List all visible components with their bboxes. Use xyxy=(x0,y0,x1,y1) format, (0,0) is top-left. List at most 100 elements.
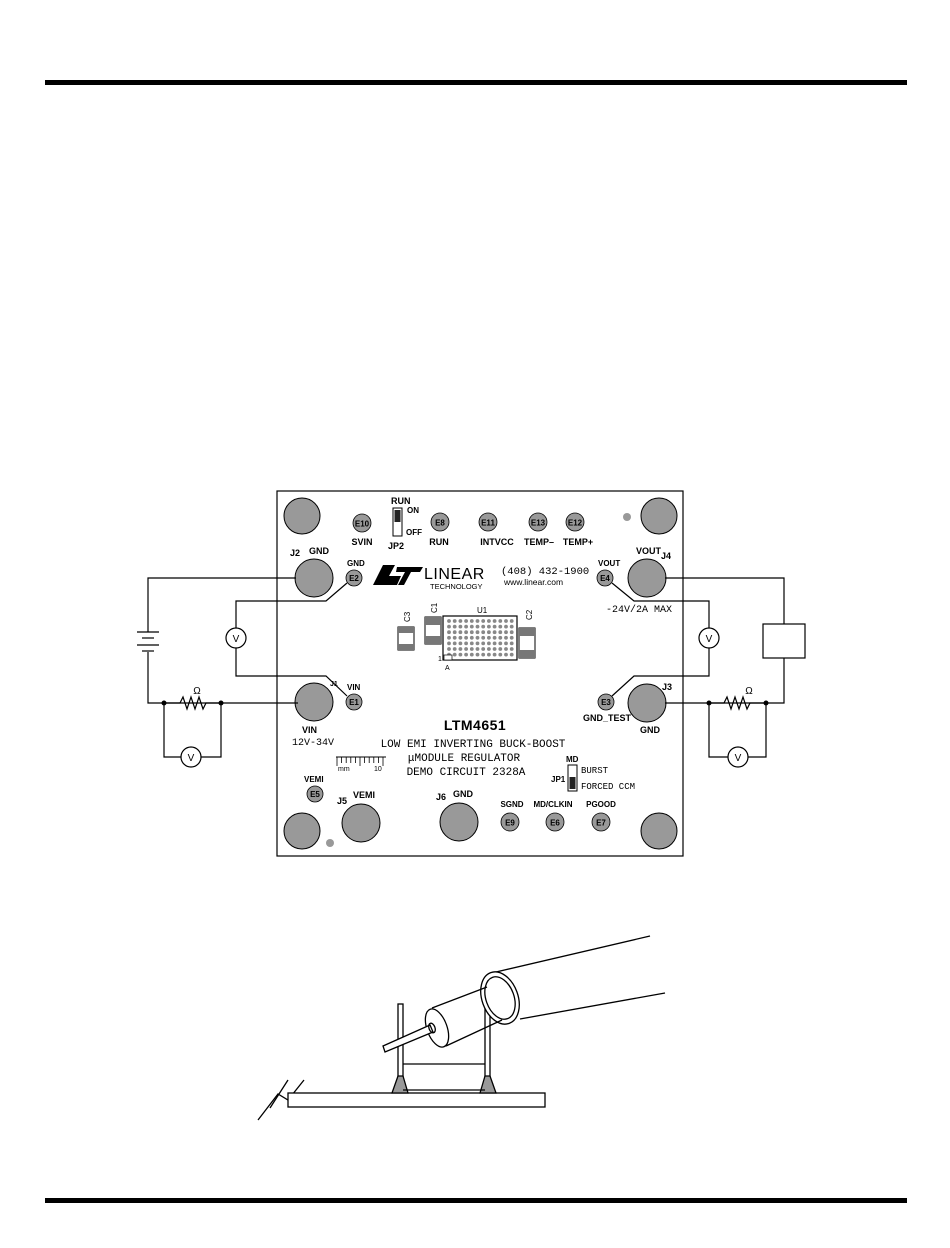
bga-ball xyxy=(464,624,468,629)
fiducial-bottom xyxy=(326,839,334,847)
bga-ball xyxy=(452,635,457,640)
turret-e12-label: E12 xyxy=(568,519,583,528)
temp-plus-label: TEMP+ xyxy=(563,537,593,547)
input-node-right xyxy=(218,700,224,706)
top-rule xyxy=(45,80,907,85)
connector-j5[interactable] xyxy=(341,803,381,843)
turret-e11-label: E11 xyxy=(481,519,495,528)
bga-ball xyxy=(452,652,457,657)
turret-e10[interactable]: E10 xyxy=(352,513,372,533)
bga-ball xyxy=(447,619,451,623)
bga-ball xyxy=(481,641,486,646)
turret-e10-label: E10 xyxy=(355,520,370,529)
turret-e7[interactable]: E7 xyxy=(591,812,611,832)
bga-ball xyxy=(469,630,474,635)
bga-ball xyxy=(492,652,497,657)
bga-ball xyxy=(469,647,474,651)
bga-ball xyxy=(498,641,503,646)
turret-e11[interactable]: E11 xyxy=(478,512,498,532)
gnd-test-label: GND_TEST xyxy=(583,713,632,723)
bga-ball xyxy=(447,647,451,651)
output-ammeter-ohm-label: Ω xyxy=(745,686,753,697)
input-resistor: Ω xyxy=(164,686,221,711)
turret-e1-label: E1 xyxy=(349,698,359,707)
bga-ball xyxy=(458,641,463,646)
probe-center-pin xyxy=(382,1024,434,1053)
j1-label: J1 xyxy=(330,681,338,688)
turret-e13[interactable]: E13 xyxy=(528,512,548,532)
bga-ball xyxy=(492,630,497,635)
bga-ball xyxy=(498,630,503,635)
board-subtitle-2: μMODULE REGULATOR xyxy=(408,753,521,765)
fiducial-top xyxy=(623,513,631,521)
connector-j4[interactable] xyxy=(627,558,667,598)
turret-e3[interactable]: E3 xyxy=(597,693,615,711)
connector-j2[interactable] xyxy=(294,558,334,598)
turret-e6[interactable]: E6 xyxy=(545,812,565,832)
bga-ball xyxy=(458,624,463,629)
turret-e9[interactable]: E9 xyxy=(500,812,520,832)
bga-ball xyxy=(492,641,497,646)
capacitor-c3 xyxy=(397,626,415,651)
j6-gnd-label: GND xyxy=(453,789,474,799)
bga-ball xyxy=(492,619,497,623)
bga-ball xyxy=(452,647,457,651)
e5-vemi-label: VEMI xyxy=(304,775,324,784)
e2-gnd-label: GND xyxy=(347,559,365,568)
input-voltmeter: V xyxy=(225,627,247,649)
turret-e4[interactable]: E4 xyxy=(596,569,614,587)
turret-e2[interactable]: E2 xyxy=(345,569,363,587)
bga-ball xyxy=(504,624,508,629)
turret-e4-label: E4 xyxy=(600,574,610,583)
bga-ball xyxy=(447,624,451,629)
md-clkin-label: MD/CLKIN xyxy=(533,800,572,809)
connector-j3[interactable] xyxy=(627,683,667,723)
turret-e13-label: E13 xyxy=(531,519,546,528)
solder-fillet-left xyxy=(391,1075,409,1094)
turret-e5[interactable]: E5 xyxy=(306,785,324,803)
bottom-rule xyxy=(45,1198,907,1203)
turret-e8[interactable]: E8 xyxy=(430,512,450,532)
bga-ball xyxy=(504,630,508,635)
input-current-voltmeter-symbol: V xyxy=(188,753,195,764)
bga-ball xyxy=(458,630,463,635)
capacitor-c2 xyxy=(518,627,536,659)
c1-label: C1 xyxy=(430,602,439,613)
output-voltmeter-symbol: V xyxy=(706,634,713,645)
connector-j6[interactable] xyxy=(439,802,479,842)
run-label: RUN xyxy=(391,496,411,506)
pcb-cross-section xyxy=(287,1092,546,1108)
turret-e1[interactable]: E1 xyxy=(345,693,363,711)
jp2-label: JP2 xyxy=(388,541,404,551)
forced-ccm-label: FORCED CCM xyxy=(581,782,635,792)
bga-ball xyxy=(481,647,486,651)
turret-e3-label: E3 xyxy=(601,698,611,707)
bga-ball xyxy=(498,624,503,629)
svin-label: SVIN xyxy=(351,537,372,547)
bga-ball xyxy=(452,619,457,623)
bga-ball xyxy=(492,635,497,640)
j3-label: J3 xyxy=(662,682,672,692)
connector-j1[interactable] xyxy=(294,682,334,722)
bga-ball xyxy=(481,619,486,623)
u1-label: U1 xyxy=(477,606,488,615)
bga-ball xyxy=(452,624,457,629)
probe-cable-bottom xyxy=(519,992,666,1020)
input-voltmeter-symbol: V xyxy=(233,634,240,645)
bga-ball xyxy=(487,630,491,635)
bga-ball xyxy=(464,619,468,623)
turret-e6-label: E6 xyxy=(550,819,560,828)
board-subtitle-1: LOW EMI INVERTING BUCK-BOOST xyxy=(381,739,566,751)
bga-ball xyxy=(509,619,514,623)
turret-e12[interactable]: E12 xyxy=(565,512,585,532)
linear-logo-mark-t xyxy=(396,567,423,585)
mounting-hole-bottom-right xyxy=(640,812,678,850)
bga-ball xyxy=(492,624,497,629)
bga-ball xyxy=(498,619,503,623)
bga-ball xyxy=(469,635,474,640)
turret-e5-label: E5 xyxy=(310,790,320,799)
bga-ball xyxy=(458,652,463,657)
bga-ball xyxy=(464,641,468,646)
break-mark-2 xyxy=(257,1079,305,1121)
bga-ball xyxy=(452,641,457,646)
